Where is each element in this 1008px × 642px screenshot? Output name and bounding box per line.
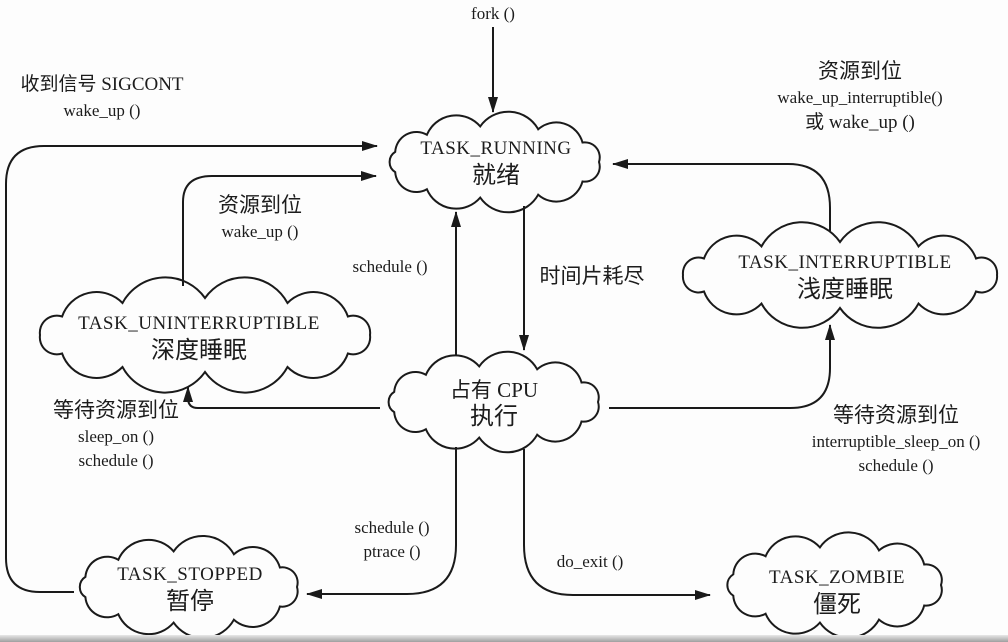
arrow-cpu-to-interruptible	[609, 324, 835, 409]
node-task-uninterruptible: TASK_UNINTERRUPTIBLE 深度睡眠	[78, 313, 320, 364]
label-do-exit: do_exit ()	[556, 552, 624, 571]
cloud-task-uninterruptible	[38, 276, 372, 394]
arrow-uninterruptible-to-running	[182, 171, 377, 286]
arrow-cpu-to-stopped	[306, 447, 457, 599]
node-task-zombie: TASK_ZOMBIE 僵死	[769, 567, 905, 618]
cloud-task-stopped	[78, 535, 299, 639]
node-task-stopped: TASK_STOPPED 暂停	[117, 564, 263, 615]
label-schedule-ptrace: schedule () ptrace ()	[354, 518, 430, 561]
label-schedule-mid: schedule ()	[352, 257, 428, 276]
label-timeslice: 时间片耗尽	[539, 264, 645, 288]
label-wake-mid: 资源到位 wake_up ()	[218, 193, 302, 242]
label-fork: fork ()	[471, 4, 515, 23]
arrow-stopped-to-running	[5, 141, 378, 593]
label-wake-interruptible: 资源到位 wake_up_interruptible() 或 wake_up (…	[777, 59, 943, 134]
cloud-cpu	[387, 350, 600, 454]
label-wait-right: 等待资源到位 interruptible_sleep_on () schedul…	[811, 403, 981, 476]
label-wait-left: 等待资源到位 sleep_on () schedule ()	[53, 398, 179, 471]
node-task-running: TASK_RUNNING 就绪	[420, 138, 572, 189]
label-sigcont: 收到信号 SIGCONT wake_up ()	[20, 74, 184, 120]
cloud-task-running	[388, 110, 601, 214]
scan-edge-shadow	[0, 635, 1008, 642]
node-cpu: 占有 CPU 执行	[449, 378, 539, 430]
cloud-task-interruptible	[681, 221, 999, 329]
node-task-interruptible: TASK_INTERRUPTIBLE 浅度睡眠	[738, 252, 952, 303]
arrow-cpu-to-zombie	[523, 449, 711, 600]
cloud-task-zombie	[726, 531, 943, 639]
arrow-cpu-to-uninterruptible	[183, 386, 380, 409]
arrow-interruptible-to-running	[612, 159, 831, 231]
